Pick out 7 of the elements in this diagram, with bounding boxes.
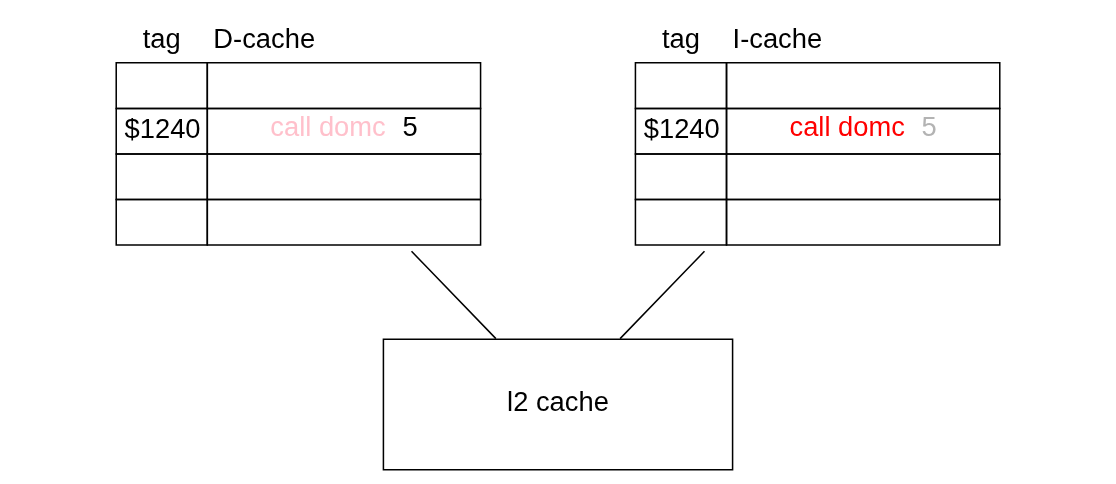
- node-label: tag: [661, 23, 700, 55]
- node-box: l2 cache: [382, 338, 734, 471]
- connector: [410, 250, 497, 340]
- connector: [619, 250, 706, 340]
- node-label: I-cache: [732, 23, 823, 55]
- node-label: D-cache: [213, 23, 316, 55]
- node-label: tag: [142, 23, 181, 55]
